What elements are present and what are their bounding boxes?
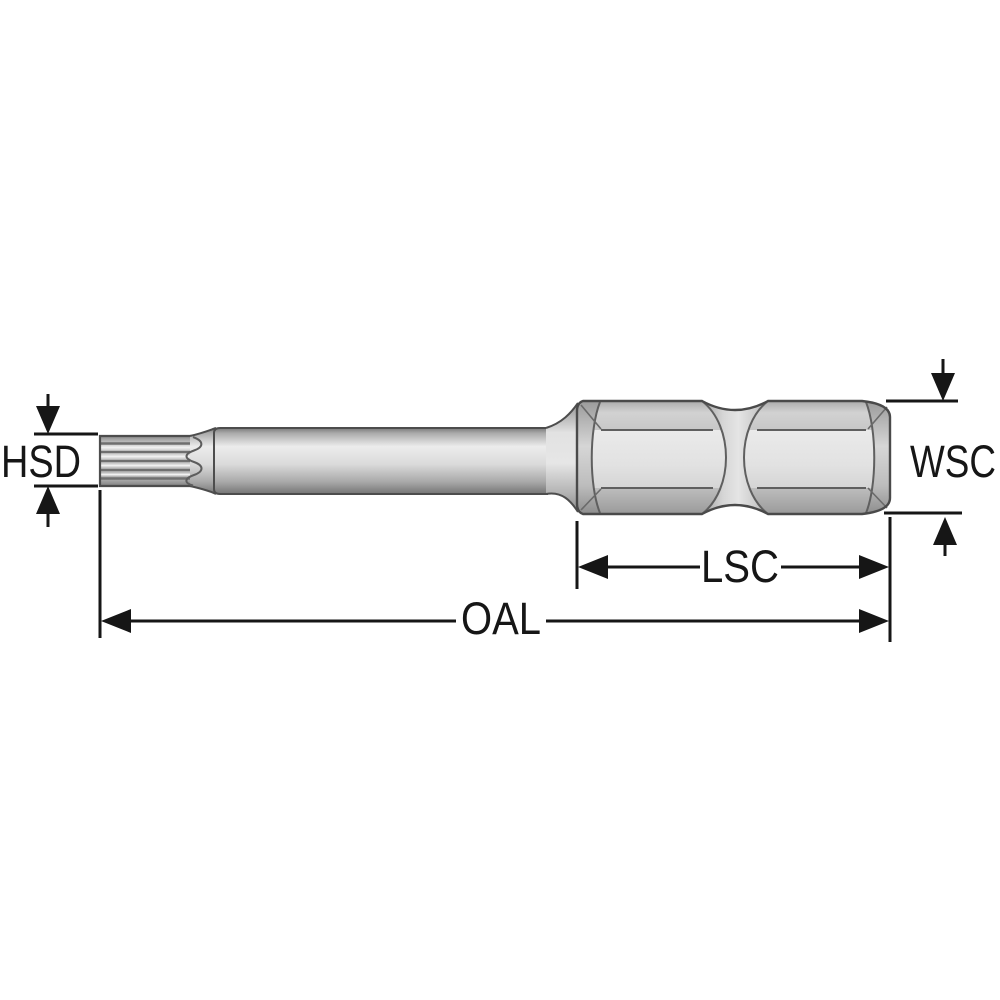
tip-cone-edges bbox=[189, 427, 217, 495]
hex-face-lines bbox=[601, 429, 866, 489]
bit-shaft bbox=[214, 428, 548, 494]
oal-arrow-right-icon bbox=[859, 609, 889, 633]
tip-transition-cone bbox=[190, 428, 216, 494]
oal-label: OAL bbox=[461, 593, 541, 644]
spline-tip-outline bbox=[98, 434, 195, 488]
shaft-to-hex-flare bbox=[546, 403, 578, 512]
dimension-annotations bbox=[34, 359, 962, 642]
hex-right-chamfer-edge bbox=[865, 401, 876, 514]
hex-outline bbox=[575, 399, 892, 516]
hex-corner-facets bbox=[580, 404, 888, 511]
hex-groove bbox=[702, 401, 768, 514]
wsc-label: WSC bbox=[910, 436, 996, 487]
bit-shaft-outline bbox=[213, 427, 548, 495]
lsc-arrow-left-icon bbox=[578, 555, 608, 579]
lsc-label: LSC bbox=[701, 541, 779, 592]
hsd-arrow-down-icon bbox=[36, 406, 60, 434]
oal-arrow-left-icon bbox=[101, 609, 131, 633]
hex-right-chamfer bbox=[866, 402, 890, 513]
flare-edges bbox=[545, 402, 579, 513]
hsd-label: HSD bbox=[1, 436, 81, 487]
wsc-arrow-up-icon bbox=[933, 517, 957, 545]
lsc-arrow-right-icon bbox=[859, 555, 889, 579]
spline-scallop-edge bbox=[185, 436, 203, 487]
lsc-dimension bbox=[578, 555, 889, 579]
hsd-arrow-up-icon bbox=[36, 486, 60, 514]
oal-dimension bbox=[101, 609, 889, 633]
hex-left-chamfer-edge bbox=[590, 401, 601, 514]
bit-drawing bbox=[98, 399, 892, 516]
hex-groove-edges bbox=[701, 400, 769, 515]
spline-ridge-grooves bbox=[100, 442, 198, 480]
wsc-dimension bbox=[884, 359, 962, 556]
wsc-arrow-down-icon bbox=[931, 373, 955, 401]
spline-ridge-highlights bbox=[100, 446, 194, 476]
hex-left-chamfer bbox=[577, 402, 600, 513]
hsd-dimension bbox=[34, 394, 98, 527]
hex-shank bbox=[575, 399, 892, 516]
spline-tip bbox=[98, 434, 198, 488]
